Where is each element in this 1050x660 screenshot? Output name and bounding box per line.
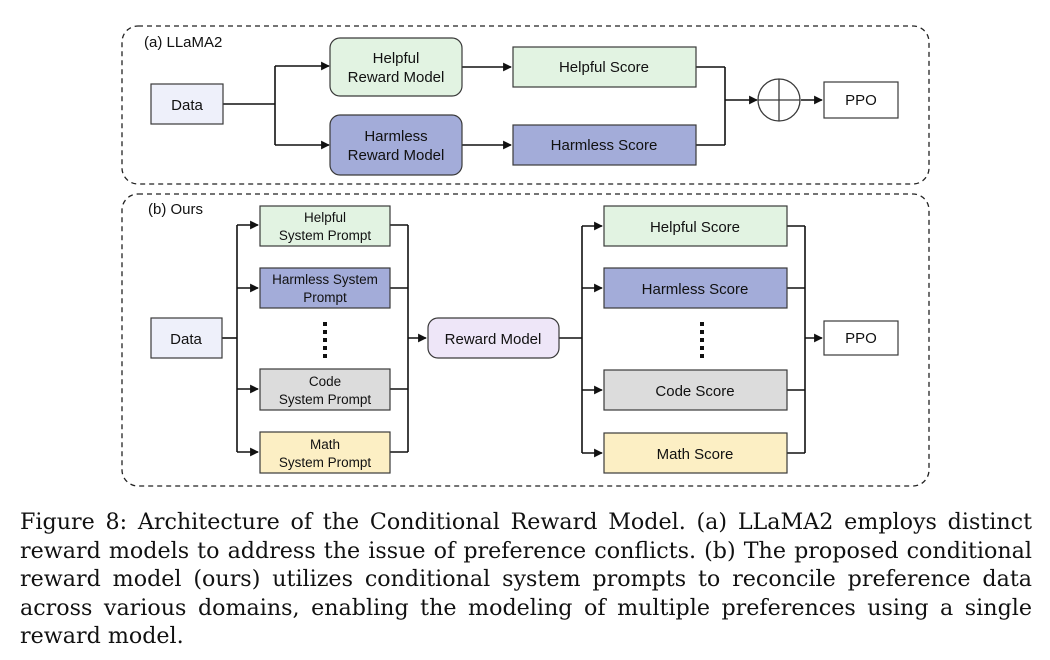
sum-operator-icon (757, 78, 801, 122)
helpful-system-prompt-box: Helpful System Prompt (259, 205, 391, 247)
figure-caption: Figure 8: Architecture of the Conditiona… (20, 509, 1032, 649)
panel-b-helpful-score-box: Helpful Score (603, 205, 788, 247)
panel-a-ppo-label: PPO (845, 92, 877, 109)
panel-a-harmless-score-label: Harmless Score (551, 137, 658, 154)
reward-model-box: Reward Model (427, 317, 560, 359)
harmless-reward-model-box: Harmless Reward Model (329, 114, 463, 176)
panel-b-border (121, 193, 930, 487)
code-system-prompt-box: Code System Prompt (259, 368, 391, 411)
panel-a-connectors (223, 61, 823, 150)
panel-a-harmless-score-box: Harmless Score (512, 124, 697, 166)
helpful-system-prompt-line2: System Prompt (279, 228, 372, 243)
helpful-system-prompt-line1: Helpful (304, 210, 346, 225)
prompt-ellipsis-icon (323, 322, 327, 358)
panel-b-ppo-label: PPO (845, 330, 877, 347)
panel-a-ppo-box: PPO (823, 81, 899, 119)
math-score-box: Math Score (603, 432, 788, 474)
math-system-prompt-line1: Math (310, 437, 340, 452)
math-system-prompt-line2: System Prompt (279, 455, 372, 470)
code-system-prompt-line2: System Prompt (279, 392, 372, 407)
code-score-label: Code Score (655, 383, 734, 400)
helpful-reward-model-line1: Helpful (373, 50, 420, 67)
helpful-reward-model-line2: Reward Model (348, 69, 445, 86)
harmless-reward-model-line1: Harmless (364, 128, 427, 145)
code-system-prompt-line1: Code (309, 374, 341, 389)
math-system-prompt-box: Math System Prompt (259, 431, 391, 474)
panel-b-data-box: Data (150, 317, 223, 359)
panel-a-helpful-score-box: Helpful Score (512, 46, 697, 88)
architecture-diagram: (a) LLaMA2 Data Helpful Reward Model Har… (121, 25, 930, 487)
score-ellipsis-icon (700, 322, 704, 358)
harmless-system-prompt-box: Harmless System Prompt (259, 267, 391, 309)
panel-a-border (121, 25, 930, 185)
panel-b-harmless-score-box: Harmless Score (603, 267, 788, 309)
panel-a-data-box: Data (150, 83, 224, 125)
panel-a-label: (a) LLaMA2 (144, 34, 222, 51)
code-score-box: Code Score (603, 369, 788, 411)
panel-b-connectors (222, 220, 823, 458)
panel-b-harmless-score-label: Harmless Score (642, 281, 749, 298)
panel-b-label: (b) Ours (148, 201, 203, 218)
helpful-reward-model-box: Helpful Reward Model (329, 37, 463, 97)
panel-b-ppo-box: PPO (823, 320, 899, 356)
harmless-system-prompt-line2: Prompt (303, 290, 347, 305)
panel-b-helpful-score-label: Helpful Score (650, 219, 740, 236)
harmless-system-prompt-line1: Harmless System (272, 272, 378, 287)
harmless-reward-model-line2: Reward Model (348, 147, 445, 164)
panel-a-data-label: Data (171, 97, 203, 114)
panel-b-data-label: Data (170, 331, 202, 348)
reward-model-label: Reward Model (445, 331, 542, 348)
math-score-label: Math Score (657, 446, 734, 463)
panel-a-helpful-score-label: Helpful Score (559, 59, 649, 76)
